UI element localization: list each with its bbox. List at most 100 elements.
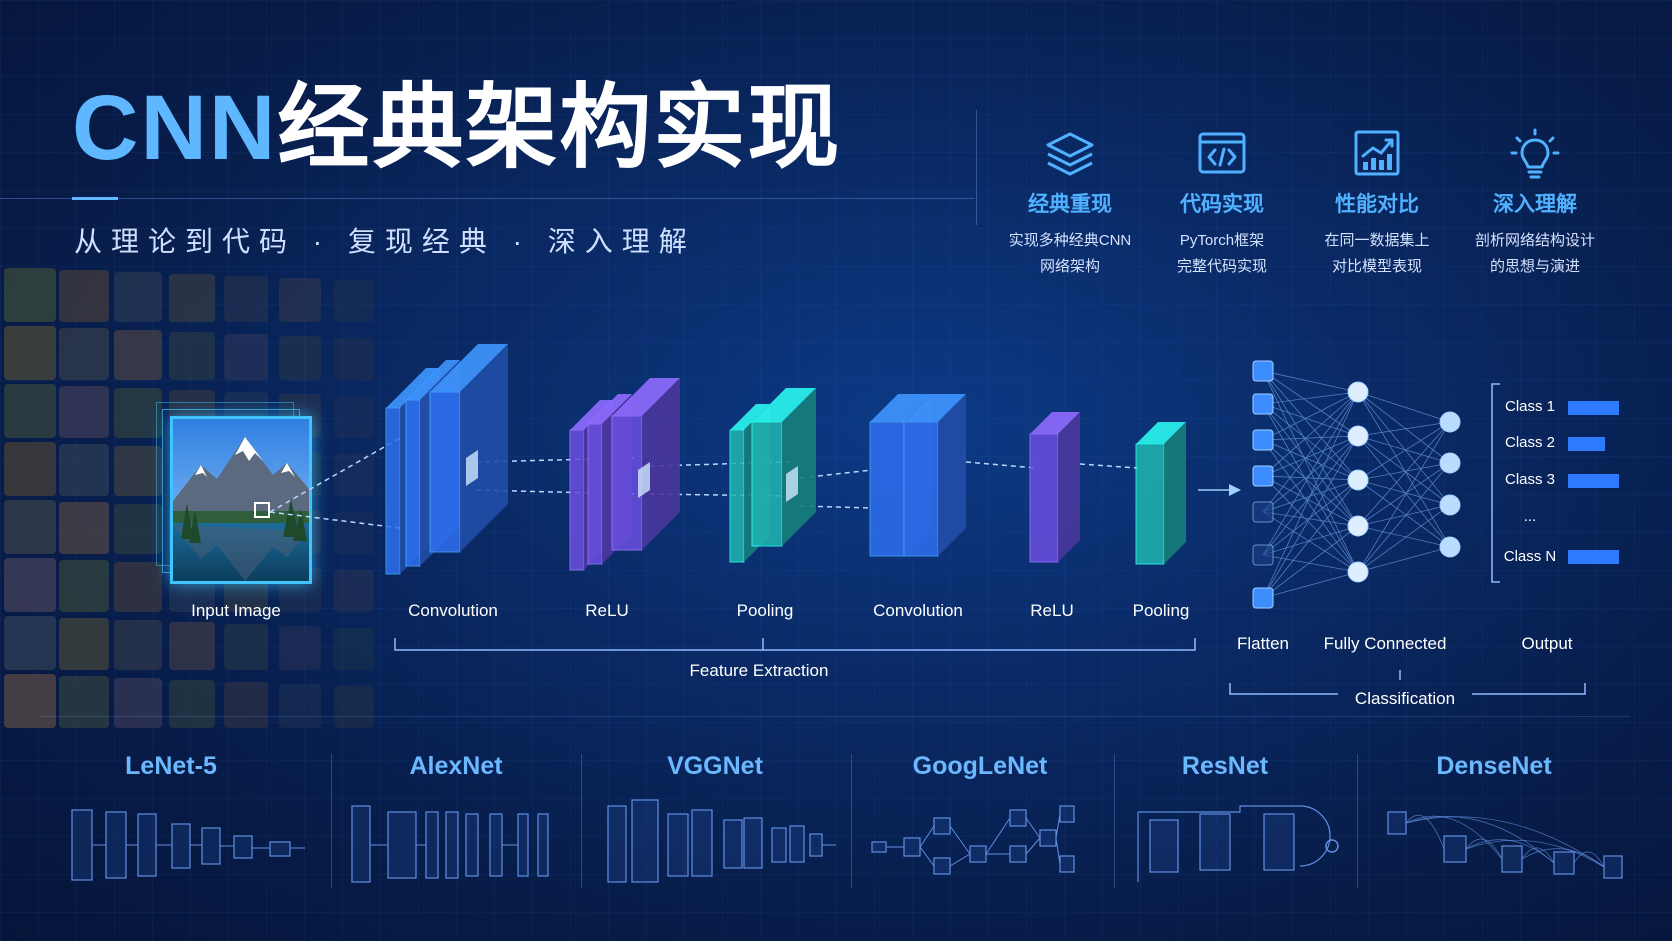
layer-slab-side	[782, 388, 816, 546]
label-flatten: Flatten	[1237, 634, 1289, 653]
dataset-thumbnail	[59, 676, 109, 728]
flatten-unit	[1252, 429, 1274, 451]
receptive-field-patch	[466, 450, 478, 486]
nn-link	[1357, 391, 1451, 548]
arch-connector	[1025, 837, 1041, 855]
arch-name: LeNet-5	[125, 752, 217, 780]
inception-module	[1039, 829, 1057, 847]
class-label: Class N	[1503, 548, 1557, 565]
dataset-thumbnail	[59, 502, 109, 554]
dense-connection	[1465, 839, 1605, 868]
arch-divider	[1114, 754, 1115, 888]
alexnet-layer	[465, 813, 479, 877]
layer-slab-top	[1030, 412, 1080, 434]
dataset-thumbnail	[169, 274, 215, 322]
dataset-thumbnail	[334, 338, 374, 380]
nn-link	[1357, 391, 1451, 423]
dataset-thumbnail	[279, 278, 321, 322]
title-divider	[0, 198, 975, 199]
dense-connection	[1405, 815, 1503, 860]
dataset-thumbnail	[334, 280, 374, 322]
label-stage-relu: ReLU	[1030, 601, 1074, 620]
nn-link	[1357, 525, 1451, 548]
dataset-thumbnail	[334, 396, 374, 438]
conv-block-2	[869, 394, 966, 557]
dense-connection	[1405, 816, 1605, 868]
label-input-image: Input Image	[191, 601, 281, 620]
nn-link	[1357, 421, 1451, 481]
layer-slab-top	[570, 400, 614, 430]
nn-link	[1357, 504, 1451, 527]
dataset-thumbnail	[4, 616, 56, 670]
dense-block	[1553, 851, 1575, 875]
class-score-bar	[1568, 550, 1619, 564]
alexnet-layer	[351, 805, 371, 883]
dataset-thumbnail	[114, 504, 162, 554]
class-label: Class 3	[1504, 471, 1556, 488]
layer-slab-side	[642, 378, 680, 550]
dataset-thumbnail	[169, 680, 215, 728]
dense-block	[1387, 811, 1407, 835]
alexnet-diagram	[351, 805, 549, 883]
class-label: Class 1	[1504, 398, 1556, 415]
nn-link	[1262, 475, 1359, 481]
dataset-thumbnail	[59, 270, 109, 322]
bar-chart-icon	[1297, 126, 1457, 184]
nn-link	[1262, 370, 1359, 393]
page-subtitle: 从理论到代码 · 复现经典 · 深入理解	[74, 226, 696, 257]
lenet-diagram	[71, 809, 305, 881]
dataset-thumbnail	[114, 562, 162, 612]
arch-connector	[1055, 837, 1061, 865]
layer-slab-top	[430, 344, 508, 392]
label-stage-convolution: Convolution	[873, 601, 963, 620]
arch-connector	[1025, 817, 1041, 839]
dataset-thumbnail	[59, 328, 109, 380]
add-node	[1325, 839, 1339, 853]
class-ellipsis: ...	[1523, 508, 1537, 525]
output-neuron	[1439, 411, 1461, 433]
nn-link	[1357, 462, 1451, 527]
flatten-unit	[1252, 544, 1274, 566]
layer-slab-side	[938, 394, 966, 556]
arch-connector	[949, 825, 971, 855]
code-icon	[1142, 126, 1302, 184]
input-image	[170, 416, 312, 584]
dataset-thumbnail	[169, 332, 215, 380]
vgg-layer	[789, 825, 805, 863]
class-score-bar	[1568, 437, 1605, 451]
nn-link	[1262, 479, 1359, 599]
arch-name: GoogLeNet	[912, 752, 1048, 780]
label-fully-connected: Fully Connected	[1323, 634, 1447, 653]
dataset-thumbnail	[334, 686, 374, 728]
inception-module	[1059, 805, 1075, 823]
lenet-layer	[105, 811, 127, 879]
layer-slab-top	[386, 368, 440, 408]
dataset-thumbnail	[59, 386, 109, 438]
conv-block-1	[385, 344, 508, 575]
class-score-bar	[1568, 401, 1619, 415]
arch-vggnet: VGGNet	[585, 752, 845, 781]
dataset-thumbnail	[4, 500, 56, 554]
layer-slab-top	[588, 394, 632, 424]
vgg-layer	[607, 805, 627, 883]
flatten-unit	[1252, 360, 1274, 382]
dataset-thumbnail	[4, 558, 56, 612]
nn-link	[1262, 403, 1359, 527]
fc-neuron	[1347, 381, 1369, 403]
receptive-field-patch	[638, 462, 650, 498]
nn-link	[1357, 421, 1451, 573]
dataset-thumbnail	[279, 336, 321, 380]
label-output: Output	[1521, 634, 1573, 653]
arch-alexnet: AlexNet	[326, 752, 586, 781]
nn-link	[1262, 391, 1359, 405]
inception-module	[969, 845, 987, 863]
dataset-thumbnail	[334, 454, 374, 496]
resnet-diagram	[1137, 805, 1339, 882]
layer-slab-top	[870, 394, 932, 422]
arch-lenet: LeNet-5	[41, 752, 301, 781]
arch-name: VGGNet	[667, 752, 763, 780]
nn-link	[1357, 391, 1451, 506]
projection-line	[269, 437, 401, 513]
nn-link	[1262, 511, 1359, 527]
